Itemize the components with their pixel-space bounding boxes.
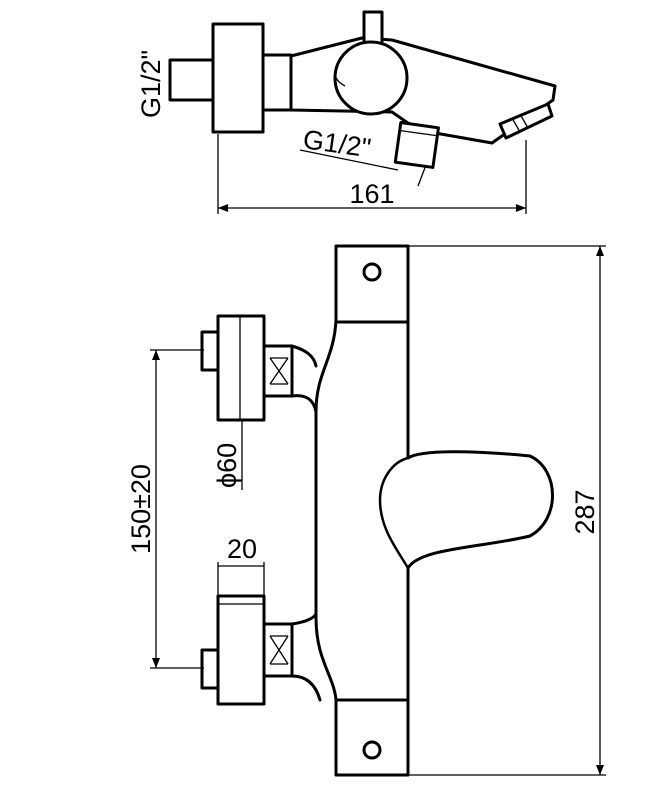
- front-height-dimension: 287: [570, 489, 600, 534]
- front-view: 150±20 ϕ60 20 287: [126, 244, 606, 777]
- front-body: [314, 244, 554, 777]
- top-connector: [261, 53, 293, 112]
- front-bottom-screw-hole: [362, 740, 382, 760]
- top-wall-flange: [211, 22, 265, 134]
- top-view: G1/2" G1/2" 161: [136, 10, 557, 214]
- front-diameter-dimension: ϕ60: [212, 443, 242, 488]
- front-upper-inlet-stub: [200, 330, 220, 372]
- front-nut-width-dimension: 20: [227, 534, 257, 564]
- top-depth-dimension: 161: [349, 179, 394, 209]
- top-handle-knob: [333, 40, 409, 116]
- front-upper-nut: [262, 344, 294, 398]
- top-inlet-thread-label: G1/2": [136, 50, 166, 118]
- top-inlet-stub: [168, 58, 215, 102]
- top-spout-tip: [498, 102, 554, 140]
- front-lower-inlet-stub: [200, 648, 220, 690]
- front-top-screw-hole: [362, 262, 382, 282]
- top-outlet-nipple: [393, 121, 440, 169]
- front-centers-dimension: 150±20: [126, 464, 156, 554]
- front-lever-inner: [378, 456, 410, 569]
- front-lower-flange: [216, 594, 266, 706]
- front-lower-nut: [262, 622, 294, 678]
- front-upper-flange: [216, 314, 266, 422]
